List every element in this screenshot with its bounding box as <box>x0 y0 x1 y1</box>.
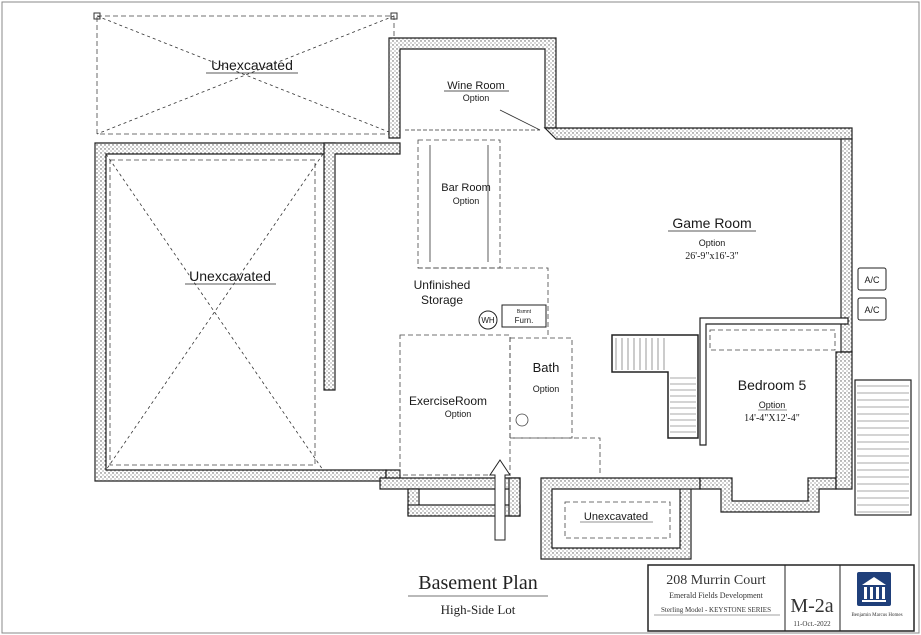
bar-room-label: Bar Room <box>441 182 491 194</box>
logo-caption: Benjamin Marcus Homes <box>851 613 902 618</box>
ac-1-label: A/C <box>864 275 880 285</box>
exercise-room-label: ExerciseRoom <box>409 394 487 408</box>
game-room-option: Option <box>699 238 726 248</box>
unexcavated-top-label: Unexcavated <box>211 57 293 73</box>
foundation-walls <box>323 37 853 560</box>
unexcavated-bottom-label: Unexcavated <box>584 511 648 523</box>
entry-arrow <box>489 459 511 541</box>
title-block-model: Sterling Model - KEYSTONE SERIES <box>661 606 771 614</box>
mechanical-equipment <box>478 304 547 330</box>
bedroom-walls <box>699 317 849 446</box>
plan-subtitle: High-Side Lot <box>441 602 516 617</box>
game-room-label: Game Room <box>672 215 751 231</box>
sheet-number: M-2a <box>790 595 833 617</box>
furnace-label-2: Furn. <box>515 316 534 325</box>
game-room-dimensions: 26'-9"x16'-3" <box>685 251 738 262</box>
title-block: 208 Murrin Court Emerald Fields Developm… <box>647 564 915 632</box>
sheet-date: 11-Oct.-2022 <box>793 620 831 628</box>
unexcavated-left-area <box>94 142 387 482</box>
title-block-development: Emerald Fields Development <box>669 591 764 600</box>
exercise-room-option: Option <box>445 409 472 419</box>
main-stair <box>611 334 699 439</box>
bedroom-5-dimensions: 14'-4"X12'-4" <box>744 413 800 424</box>
unfinished-storage-label-2: Storage <box>421 293 463 307</box>
ac-unit-2 <box>857 297 887 321</box>
furnace-label-1: Bsmnt <box>517 309 532 315</box>
company-logo-icon <box>857 572 891 606</box>
interior-partitions <box>399 109 601 476</box>
bar-room-option: Option <box>453 196 480 206</box>
title-block-address: 208 Murrin Court <box>666 573 766 588</box>
wine-room-label: Wine Room <box>447 80 504 92</box>
unexcavated-left-label: Unexcavated <box>189 268 271 284</box>
ac-unit-1 <box>857 267 887 291</box>
exterior-stair <box>854 379 912 516</box>
plan-title: Basement Plan <box>418 572 537 594</box>
ac-2-label: A/C <box>864 305 880 315</box>
wine-room-option: Option <box>463 93 490 103</box>
unexcavated-top-area <box>93 12 398 135</box>
bath-option: Option <box>533 384 560 394</box>
bath-label: Bath <box>533 360 560 375</box>
bedroom-5-label: Bedroom 5 <box>738 377 807 393</box>
water-heater-label: WH <box>481 316 495 325</box>
bedroom-5-option: Option <box>759 400 786 410</box>
unfinished-storage-label-1: Unfinished <box>414 278 471 292</box>
